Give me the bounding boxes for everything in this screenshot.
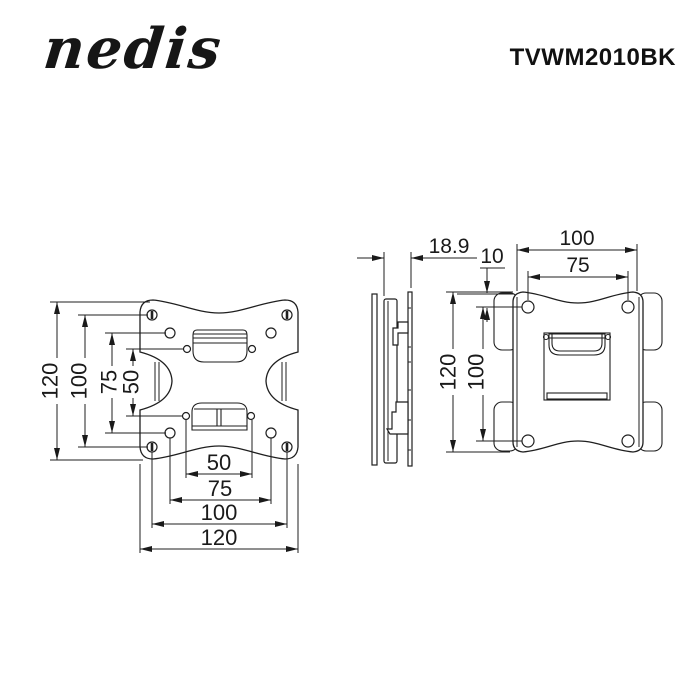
dim-label-front-120: 120 [38, 363, 63, 400]
front-bottom-dim-labels: 50 75 100 120 [201, 450, 238, 550]
upper-hook [392, 321, 409, 346]
top-slot [192, 329, 248, 363]
bottom-slot [191, 402, 248, 431]
dim-label-front-75h: 75 [208, 476, 232, 501]
dim-label-front-50h: 50 [207, 450, 231, 475]
wall-strip [371, 293, 378, 466]
dim-label-front-100v: 100 [67, 363, 92, 400]
front-left-dim-labels: 120 100 75 50 [38, 358, 144, 404]
rear-top-dim-labels: 100 75 10 [480, 227, 594, 277]
wall-plate-edge-lines [154, 362, 287, 401]
dim-label-rear-100w: 100 [559, 227, 594, 250]
rear-view: 100 75 10 120 100 [436, 227, 663, 453]
dim-label-depth: 18.9 [429, 235, 470, 258]
dim-label-rear-100v: 100 [464, 354, 489, 391]
tv-plate-strip [407, 291, 413, 467]
lower-hook [385, 401, 409, 435]
central-opening [542, 332, 612, 401]
wall-plate-outline [512, 291, 644, 453]
dim-label-front-75v: 75 [97, 370, 122, 394]
side-view: 18.9 [357, 235, 477, 467]
dim-label-front-120h: 120 [201, 525, 238, 550]
side-depth-dimension [357, 252, 477, 296]
front-view: 120 100 75 50 50 75 100 [38, 299, 299, 553]
dim-label-rear-75: 75 [566, 254, 589, 277]
dim-label-front-50v: 50 [119, 370, 144, 394]
dim-label-rear-10: 10 [480, 245, 503, 268]
rear-top-dimensions [457, 244, 638, 322]
product-code: TVWM2010BK [509, 44, 676, 71]
dim-label-rear-120h: 120 [436, 354, 461, 391]
rear-left-dim-labels: 120 100 [436, 349, 489, 395]
vesa-plate-outline [139, 299, 299, 460]
dim-label-front-100h: 100 [201, 500, 238, 525]
front-bottom-dimensions [139, 420, 299, 553]
bracket-plate [383, 298, 398, 464]
